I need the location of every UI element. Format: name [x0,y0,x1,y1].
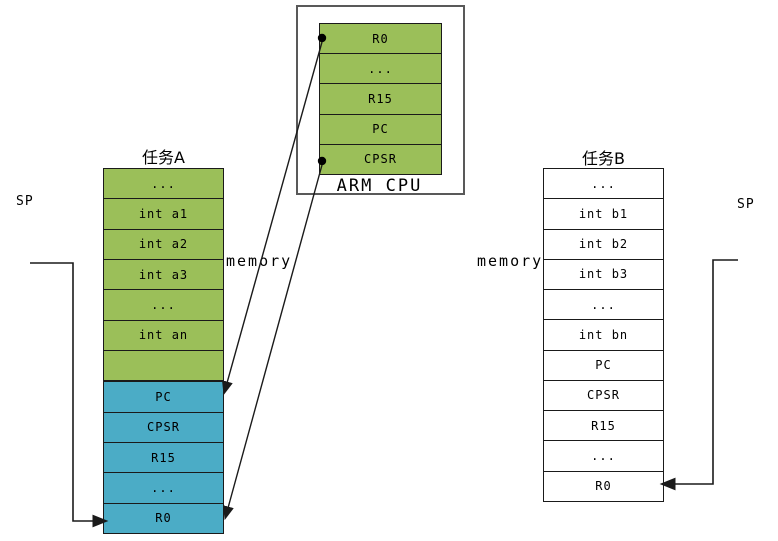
task-a-title: 任务A [142,148,185,167]
task-b-title: 任务B [582,149,625,168]
task-b-cell-dots2: ... [544,290,663,321]
task-b-cell-int-b3: int b3 [544,259,663,291]
task-a-cell-int-an: int an [104,320,223,351]
task-b-cell-r0: R0 [544,471,663,501]
task-b-cell-int-bn: int bn [544,320,663,351]
task-a-cell-empty [104,350,223,383]
task-b-cell-int-b2: int b2 [544,229,663,260]
arm-cpu-label: ARM CPU [336,176,423,196]
cpu-register-dots: ... [320,54,441,85]
sp-label-right: SP [737,197,755,212]
sp-arrow-right [659,259,738,491]
cpu-register-r15: R15 [320,84,441,115]
cpu-register-pc: PC [320,114,441,145]
task-a-cell-int-a1: int a1 [104,199,223,230]
task-b-cell-pc: PC [544,350,663,381]
task-a-cell-r0: R0 [104,503,223,533]
arrow-cpu-cpsr-to-taska-r0 [222,164,323,521]
memory-label-left: memory [226,252,293,270]
task-b-cell-r15: R15 [544,411,663,442]
task-a-cell-cpsr: CPSR [104,412,223,443]
task-a-cell-int-a3: int a3 [104,259,223,291]
task-a-cell-dots1: ... [104,169,223,200]
cpu-register-r0: R0 [320,24,441,55]
arm-cpu-register-stack: R0 ... R15 PC CPSR [319,23,442,175]
task-a-cell-r15: R15 [104,442,223,474]
task-b-cell-dots3: ... [544,441,663,472]
task-a-cell-int-a2: int a2 [104,229,223,260]
task-a-stack: ... int a1 int a2 int a3 ... int an PC C… [103,168,224,534]
task-b-cell-cpsr: CPSR [544,380,663,412]
task-b-cell-dots1: ... [544,169,663,200]
task-a-cell-dots2: ... [104,290,223,321]
task-a-cell-dots3: ... [104,473,223,504]
cpu-register-cpsr: CPSR [320,144,441,175]
sp-arrow-left [30,262,109,528]
memory-label-right: memory [477,252,544,270]
task-b-stack: ... int b1 int b2 int b3 ... int bn PC C… [543,168,664,502]
task-b-cell-int-b1: int b1 [544,199,663,230]
sp-label-left: SP [16,194,34,209]
task-a-cell-pc: PC [104,382,223,413]
